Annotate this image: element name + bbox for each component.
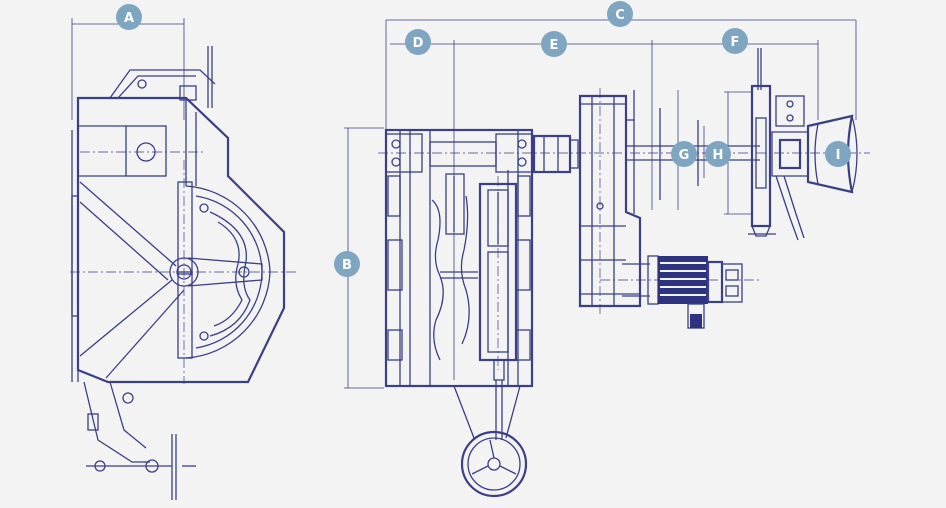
label-B-text: B xyxy=(342,258,352,273)
label-G-text: G xyxy=(679,148,690,163)
label-B: B xyxy=(334,251,360,277)
front-view xyxy=(344,19,870,498)
label-F: F xyxy=(722,28,748,54)
label-D: D xyxy=(405,29,431,55)
label-I: I xyxy=(825,141,851,167)
label-G: G xyxy=(671,141,697,167)
side-view xyxy=(70,18,296,500)
label-C: C xyxy=(607,1,633,27)
label-H: H xyxy=(705,141,731,167)
label-A: A xyxy=(116,4,142,30)
label-D-text: D xyxy=(413,36,424,51)
label-C-text: C xyxy=(615,8,625,23)
label-H-text: H xyxy=(713,148,724,163)
label-E: E xyxy=(541,31,567,57)
label-A-text: A xyxy=(124,11,134,26)
label-E-text: E xyxy=(550,38,559,53)
label-F-text: F xyxy=(731,35,740,50)
label-I-text: I xyxy=(836,148,841,163)
